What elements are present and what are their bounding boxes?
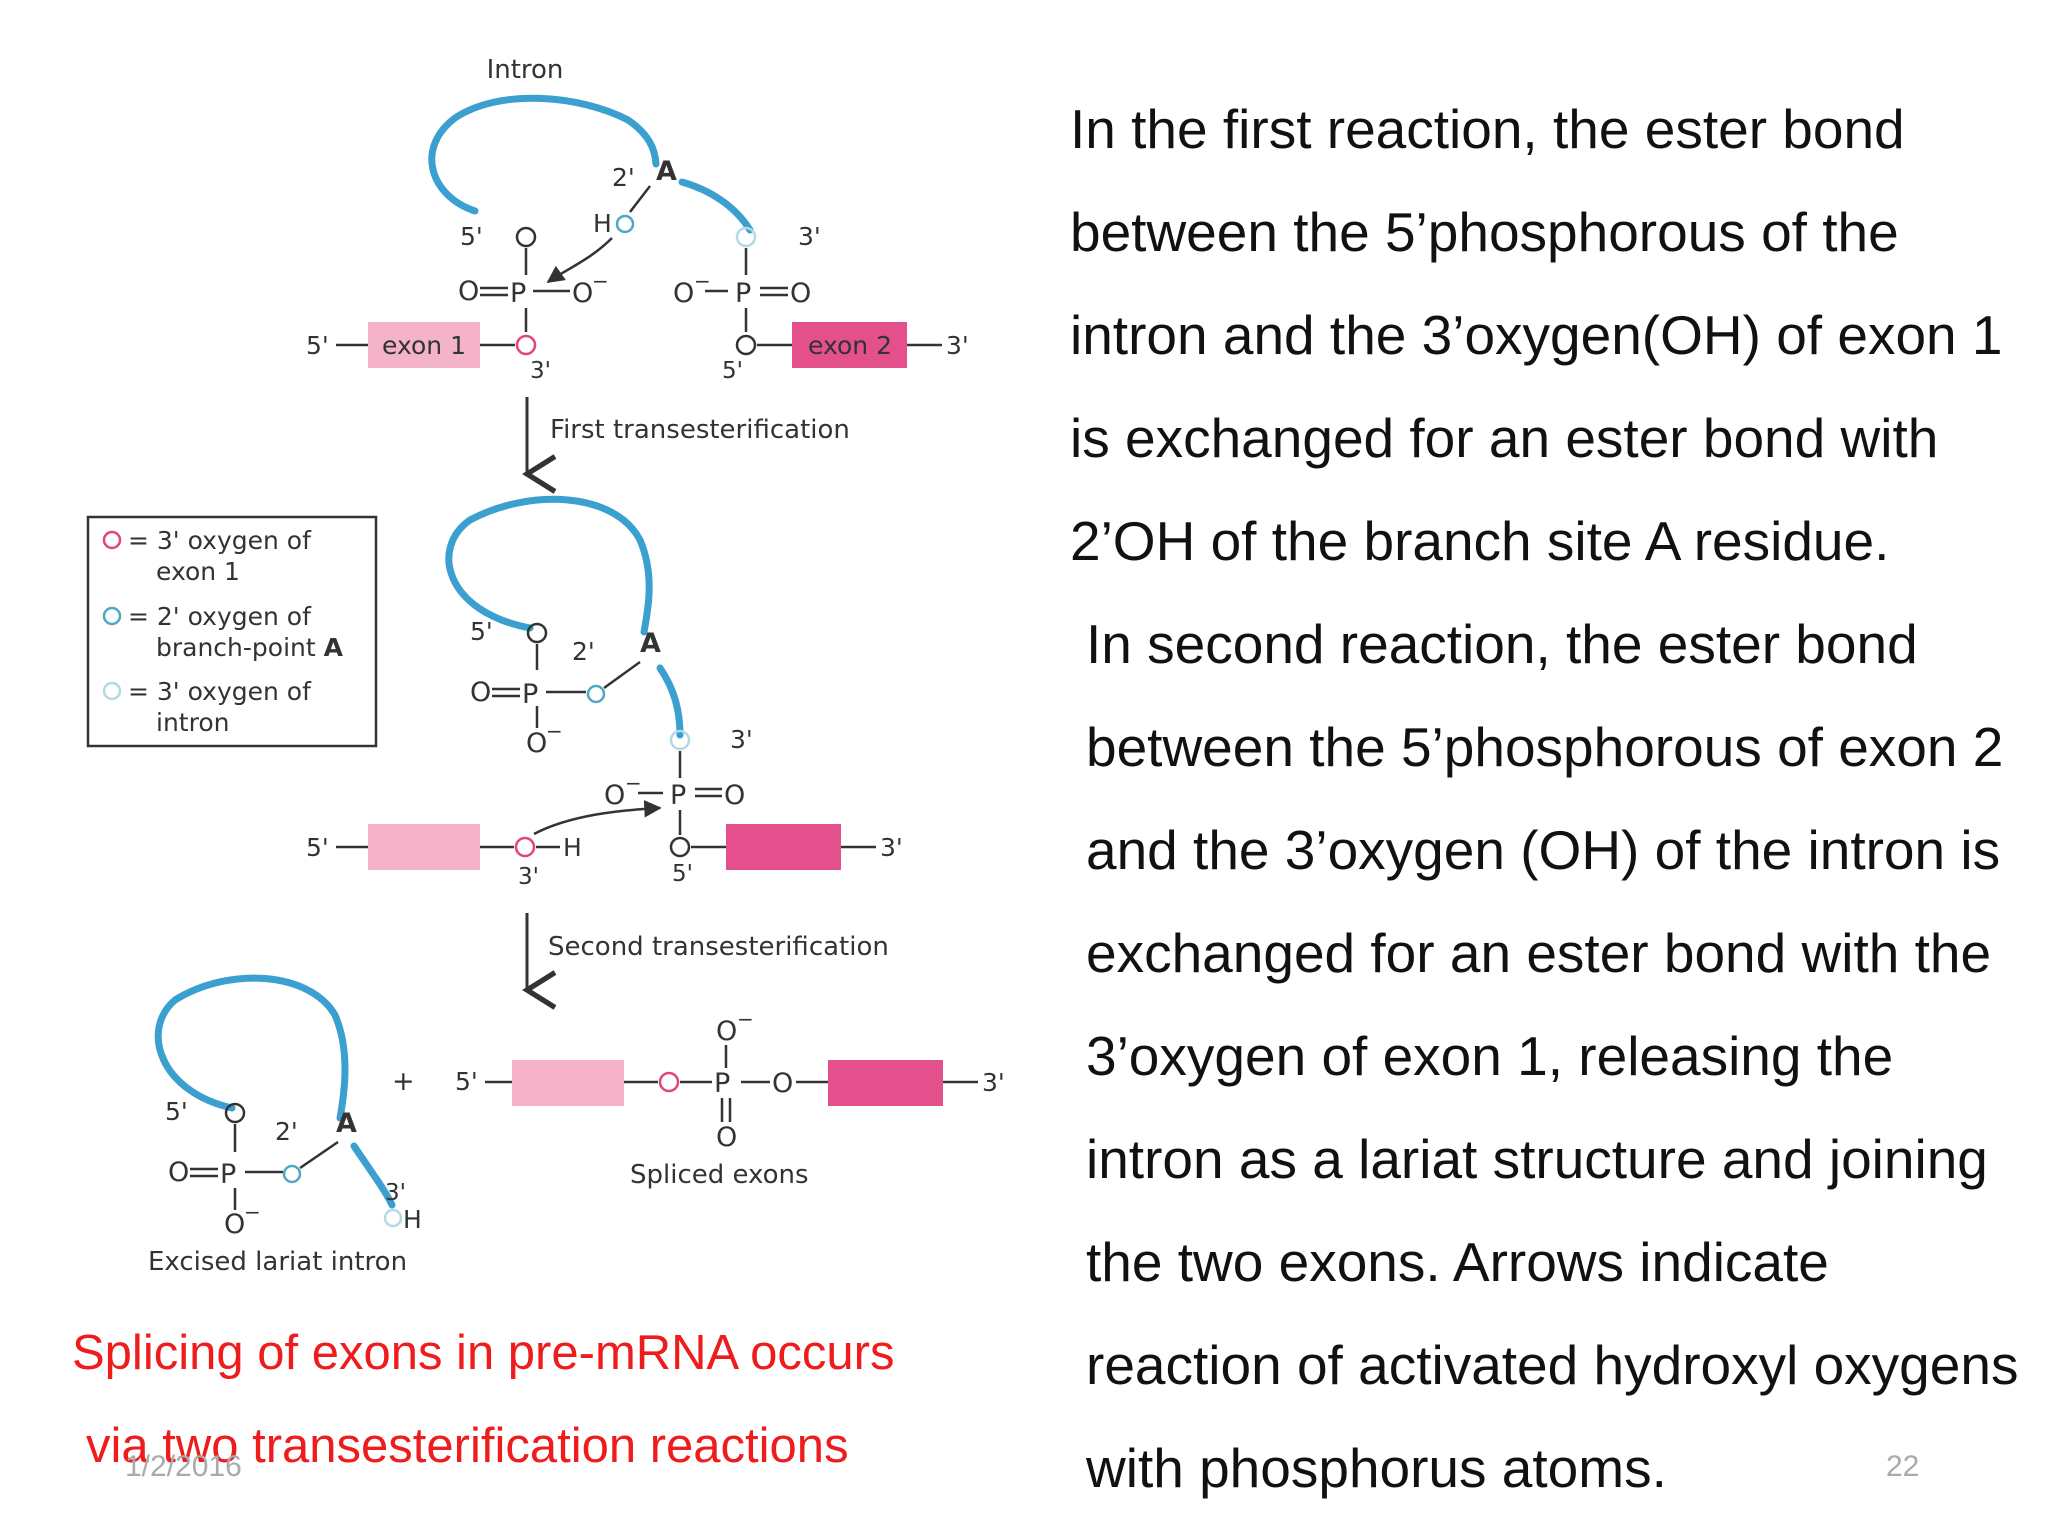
second-reaction-paragraph: In second reaction, the ester bond betwe… <box>1086 613 2019 1499</box>
legend-intron-oxygen-icon <box>102 681 122 701</box>
splicing-diagram: Intron 2' A H 5' O P O − 3' 5' exon 1 3' <box>86 55 1005 1277</box>
svg-text:A: A <box>640 628 661 659</box>
legend-branch-oxygen-icon <box>102 606 122 626</box>
legend-item-3-line2: intron <box>156 708 229 737</box>
legend-item-3-line1: = 3' oxygen of <box>128 677 312 706</box>
svg-text:3': 3' <box>385 1180 406 1206</box>
svg-text:O: O <box>673 278 694 309</box>
svg-text:−: − <box>244 1200 261 1224</box>
svg-text:5': 5' <box>306 833 329 862</box>
legend-exon1-oxygen-icon <box>102 530 122 550</box>
svg-text:3': 3' <box>946 331 969 360</box>
svg-text:5': 5' <box>722 358 743 384</box>
spliced-exons-label: Spliced exons <box>630 1160 809 1190</box>
intron-loop <box>428 94 660 215</box>
spliced-exon1-box <box>512 1060 624 1106</box>
caption-line-1: Splicing of exons in pre-mRNA occurs <box>72 1326 895 1380</box>
svg-text:−: − <box>546 719 563 743</box>
svg-text:−: − <box>592 269 609 293</box>
svg-text:P: P <box>522 679 538 710</box>
legend: = 3' oxygen of exon 1 = 2' oxygen of bra… <box>102 526 344 737</box>
svg-text:P: P <box>220 1159 236 1190</box>
spliced-exon2-box <box>828 1060 943 1106</box>
exon2-label: exon 2 <box>808 331 892 360</box>
svg-text:2': 2' <box>612 163 635 192</box>
intron-3prime-oxygen <box>735 226 757 248</box>
intermediate-exon1-box <box>368 824 480 870</box>
svg-text:2': 2' <box>572 637 595 666</box>
slide-number: 22 <box>1886 1450 1920 1483</box>
exon1-box <box>368 322 480 368</box>
svg-text:3': 3' <box>880 833 903 862</box>
svg-text:P: P <box>510 278 526 309</box>
exon1-3prime-oxygen <box>515 334 537 356</box>
svg-text:−: − <box>625 771 642 795</box>
svg-text:2': 2' <box>275 1117 298 1146</box>
svg-text:P: P <box>714 1068 730 1099</box>
intermediate-exon2-box <box>726 824 841 870</box>
plus-sign: + <box>392 1066 415 1097</box>
legend-item-1-line1: = 3' oxygen of <box>128 526 312 555</box>
svg-text:3': 3' <box>530 358 551 384</box>
svg-text:O: O <box>716 1016 737 1047</box>
svg-text:P: P <box>735 278 751 309</box>
excised-intron-label: Excised lariat intron <box>148 1247 407 1277</box>
svg-text:O: O <box>772 1068 793 1099</box>
svg-text:5': 5' <box>165 1097 188 1126</box>
svg-text:O: O <box>470 677 491 708</box>
svg-text:H: H <box>563 833 582 862</box>
svg-text:5': 5' <box>455 1067 478 1096</box>
svg-text:−: − <box>737 1007 754 1031</box>
second-attack-arrow <box>533 800 662 836</box>
intron-3prime-arm <box>678 178 754 234</box>
svg-text:5': 5' <box>470 617 493 646</box>
intron-label: Intron <box>487 55 564 85</box>
branch-2prime-oxygen <box>615 214 635 234</box>
svg-text:H: H <box>403 1205 422 1234</box>
svg-text:5': 5' <box>672 861 693 887</box>
svg-text:O: O <box>526 728 547 759</box>
svg-text:H: H <box>593 209 612 238</box>
first-reaction-paragraph: In the first reaction, the ester bond be… <box>1070 98 2003 572</box>
svg-text:O: O <box>458 276 479 307</box>
svg-text:3': 3' <box>982 1068 1005 1097</box>
svg-text:3': 3' <box>730 725 753 754</box>
legend-item-2-line2: branch-point <box>156 633 324 662</box>
legend-item-2-bold: A <box>324 633 344 662</box>
exon1-label: exon 1 <box>382 331 466 360</box>
intermediate-intron-loop <box>445 495 653 636</box>
legend-item-2-line1: = 2' oxygen of <box>128 602 312 631</box>
first-attack-arrow <box>546 237 613 284</box>
body-text: In the first reaction, the ester bond be… <box>1070 78 2030 1520</box>
slide-date: 1/2/2016 <box>125 1450 242 1483</box>
legend-item-1-line2: exon 1 <box>156 557 240 586</box>
svg-text:P: P <box>670 780 686 811</box>
svg-text:−: − <box>694 269 711 293</box>
svg-text:branch-point A: branch-point A <box>156 633 344 662</box>
svg-text:O: O <box>168 1157 189 1188</box>
svg-text:5': 5' <box>460 222 483 251</box>
svg-text:3': 3' <box>518 864 539 890</box>
lariat-intron-loop <box>154 974 349 1122</box>
exon2-box <box>792 322 907 368</box>
svg-text:O: O <box>716 1122 737 1153</box>
svg-text:O: O <box>790 278 811 309</box>
first-step-label: First transesterification <box>550 415 850 445</box>
svg-text:O: O <box>724 780 745 811</box>
svg-text:5': 5' <box>306 331 329 360</box>
svg-text:A: A <box>336 1108 357 1139</box>
svg-text:O: O <box>604 780 625 811</box>
svg-text:3': 3' <box>798 222 821 251</box>
caption-line-2: via two transesterification reactions <box>86 1419 849 1473</box>
svg-text:O: O <box>224 1209 245 1240</box>
second-step-label: Second transesterification <box>548 932 889 962</box>
legend-box <box>86 515 378 748</box>
svg-text:O: O <box>572 278 593 309</box>
branch-point-A: A <box>656 156 677 187</box>
